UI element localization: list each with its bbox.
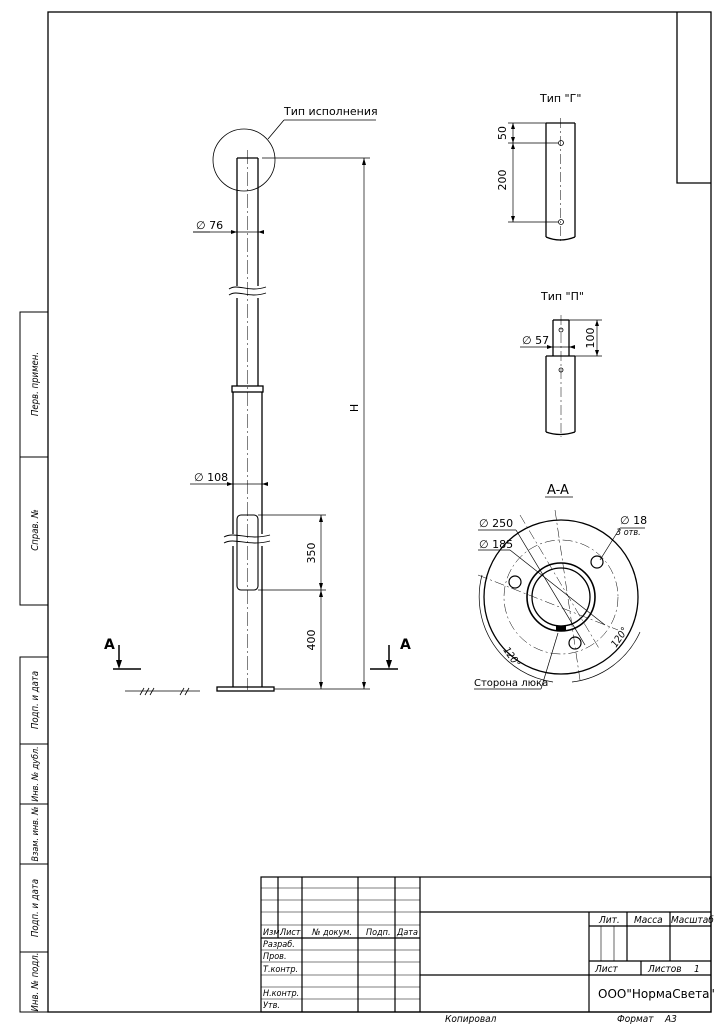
col-header-signature: Подп. xyxy=(366,928,391,938)
lit-label: Лит. xyxy=(598,915,620,926)
dim-flange-outer: ∅ 250 xyxy=(479,517,513,530)
section-title: A-A xyxy=(547,483,569,498)
pole-elevation: Тип исполнения xyxy=(104,105,411,696)
sheet-label: Лист xyxy=(594,964,619,975)
mass-label: Масса xyxy=(634,915,663,926)
type-g-detail: Тип "Г" 50 200 xyxy=(496,92,581,242)
side-cell-replace-inv-no: Взам. инв. № xyxy=(31,806,41,862)
sheet-footer: Копировал Формат А3 xyxy=(445,1014,677,1024)
company-name: ООО"НормаСвета" xyxy=(598,987,715,1001)
format-value: А3 xyxy=(664,1014,677,1024)
dim-top-diameter: ∅ 76 xyxy=(196,219,223,232)
title-block: Изм. Лист № докум. Подп. Дата Разраб. Пр… xyxy=(260,876,715,1013)
side-cell-sign-date-1: Подп. и дата xyxy=(30,671,41,729)
row-label-checked: Пров. xyxy=(263,952,287,962)
sheets-label: Листов xyxy=(647,964,682,975)
dim-hatch-height: 350 xyxy=(305,543,318,564)
dim-bolt-count: 3 отв. xyxy=(616,528,641,538)
variant-callout-label: Тип исполнения xyxy=(283,105,378,118)
base-plate xyxy=(216,686,275,692)
variant-callout-circle xyxy=(212,128,276,192)
section-marker-right: A xyxy=(400,637,411,653)
sheet-frame xyxy=(47,11,712,1013)
angle-arc-1 xyxy=(478,574,554,683)
dim-type-g-top: 50 xyxy=(496,126,509,140)
side-strip: Перв. примен. Справ. № Подп. и дата Инв.… xyxy=(19,311,49,1013)
dim-type-p-diameter: ∅ 57 xyxy=(522,334,549,347)
col-header-date: Дата xyxy=(396,928,418,938)
copied-label: Копировал xyxy=(445,1014,497,1024)
side-cell-orig-inv-no: Инв. № подл. xyxy=(30,953,41,1012)
upper-break-marks xyxy=(228,286,267,296)
type-p-detail: Тип "П" ∅ 57 100 xyxy=(520,290,602,437)
scale-label: Масштаб xyxy=(671,914,714,926)
sheets-value: 1 xyxy=(694,964,700,975)
bolt-hole-2 xyxy=(590,555,604,569)
bolt-hole-1 xyxy=(508,575,522,589)
type-g-title: Тип "Г" xyxy=(539,92,581,105)
bolt-circle xyxy=(503,539,619,655)
type-p-title: Тип "П" xyxy=(540,290,584,303)
pipe-outer xyxy=(526,562,596,632)
section-marker-left: A xyxy=(104,637,115,653)
dim-hatch-offset: 400 xyxy=(305,630,318,651)
side-cell-first-use: Перв. примен. xyxy=(30,352,41,416)
row-label-developed: Разраб. xyxy=(263,940,295,950)
dim-bolt-circle: ∅ 185 xyxy=(479,538,513,551)
flange-outer-circle xyxy=(483,519,639,675)
side-cell-reference-no: Справ. № xyxy=(30,509,41,551)
hatch-side-label: Сторона люка xyxy=(474,678,548,689)
ground-hatch xyxy=(125,687,200,696)
angle-label-2: 120° xyxy=(609,626,630,650)
dim-type-p-height: 100 xyxy=(584,328,597,349)
side-cell-sign-date-2: Подп. и дата xyxy=(30,879,41,937)
section-a-a: A-A ∅ 250 ∅ 185 ∅ 18 3 отв. xyxy=(474,483,647,690)
lower-break-marks xyxy=(223,534,271,544)
format-label: Формат xyxy=(617,1014,654,1024)
row-label-norm-control: Н.контр. xyxy=(263,989,299,999)
side-cell-dup-inv-no: Инв. № дубл. xyxy=(31,746,41,801)
row-label-tech-control: Т.контр. xyxy=(263,965,298,975)
dim-type-g-spacing: 200 xyxy=(496,170,509,191)
dim-bolt-hole: ∅ 18 xyxy=(620,514,647,527)
col-header-doc-no: № докум. xyxy=(311,928,352,938)
angle-arc-2 xyxy=(571,631,641,683)
bolt-hole-3 xyxy=(568,636,582,650)
service-hatch xyxy=(236,514,259,591)
col-header-change: Изм. xyxy=(263,928,282,938)
dim-height: H xyxy=(348,404,361,412)
col-header-sheet: Лист xyxy=(279,928,301,938)
pipe-inner xyxy=(531,567,591,627)
row-label-approved: Утв. xyxy=(263,1001,280,1011)
dim-bottom-diameter: ∅ 108 xyxy=(194,471,228,484)
variant-callout-leader xyxy=(267,119,285,140)
